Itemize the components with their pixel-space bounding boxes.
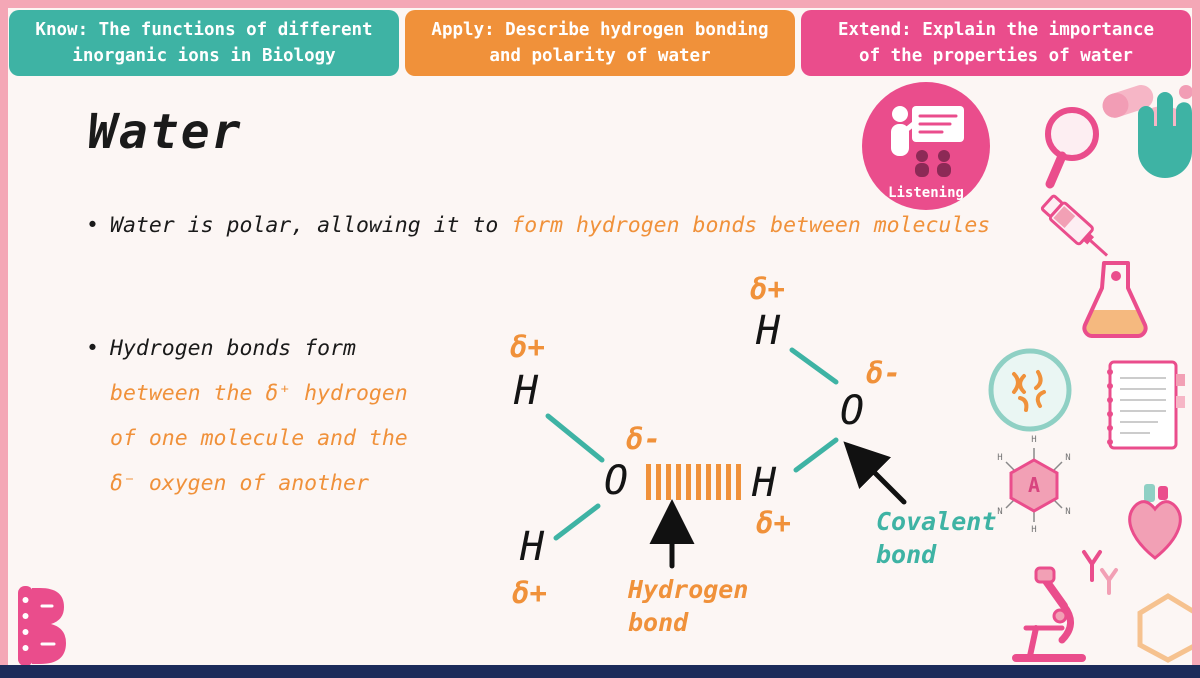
atom-label: H xyxy=(997,453,1002,463)
microscope-icon xyxy=(998,566,1100,668)
covalent-bond-line xyxy=(553,503,601,541)
objectives-bar: Know: The functions of different inorgan… xyxy=(9,10,1191,76)
covalent-bond-arrow xyxy=(843,441,907,505)
oxygen-atom: O xyxy=(840,388,865,434)
objective-know-label: Know: The functions of different inorgan… xyxy=(35,19,373,66)
notebook-icon xyxy=(1098,356,1190,456)
covalent-bond-line xyxy=(789,347,839,385)
antibody-icon xyxy=(1076,546,1122,598)
beaker-icon xyxy=(1078,258,1154,338)
bullet-polarity: Water is polar, allowing it to form hydr… xyxy=(84,213,990,238)
molecule-structure-icon: A H N N H N H xyxy=(984,428,1084,536)
hydrogen-atom: H xyxy=(514,368,539,414)
listening-badge-label: Listening xyxy=(888,185,964,201)
atom-label: N xyxy=(1065,507,1070,517)
page-title: Water xyxy=(88,104,243,160)
bullet-hbonds-line1: between the δ⁺ hydrogen xyxy=(110,381,408,406)
bullet-hbonds-line3: δ⁻ oxygen of another xyxy=(110,471,369,496)
covalent-bond-label: Covalent bond xyxy=(876,507,997,569)
magnifier-icon xyxy=(1030,102,1102,190)
delta-plus-label: δ+ xyxy=(510,330,545,364)
hydrogen-bond-label: Hydrogen bond xyxy=(628,575,749,637)
hydrogen-atom: H xyxy=(752,460,777,506)
delta-plus-label: δ+ xyxy=(756,506,791,540)
frame-bottom-bar xyxy=(0,665,1200,678)
objective-extend-label: Extend: Explain the importance of the pr… xyxy=(837,19,1155,66)
objective-extend-box: Extend: Explain the importance of the pr… xyxy=(801,10,1191,76)
frame-border-left xyxy=(0,0,8,678)
bullet-hbonds-plain: Hydrogen bonds form xyxy=(110,336,356,361)
glove-icon xyxy=(1128,86,1198,188)
hydrogen-atom: H xyxy=(756,308,781,354)
atom-label: N xyxy=(997,507,1002,517)
objective-apply-box: Apply: Describe hydrogen bonding and pol… xyxy=(405,10,795,76)
brand-logo xyxy=(10,584,74,672)
frame-border-top xyxy=(0,0,1200,8)
hydrogen-atom: H xyxy=(520,524,545,570)
covalent-bond-line xyxy=(545,413,605,463)
delta-plus-label: δ+ xyxy=(750,272,785,306)
oxygen-atom: O xyxy=(604,458,629,504)
molecule-center-letter: A xyxy=(1028,473,1040,497)
atom-label: N xyxy=(1065,453,1070,463)
objective-know-box: Know: The functions of different inorgan… xyxy=(9,10,399,76)
delta-plus-label: δ+ xyxy=(512,576,547,610)
atom-label: H xyxy=(1031,525,1036,535)
bullet-hbonds-line2: of one molecule and the xyxy=(110,426,408,451)
bullet-polarity-plain: Water is polar, allowing it to xyxy=(110,213,512,238)
hydrogen-bond-stripes xyxy=(646,464,742,500)
objective-apply-label: Apply: Describe hydrogen bonding and pol… xyxy=(431,19,769,66)
petri-dish-icon xyxy=(986,346,1074,434)
covalent-bond-line xyxy=(793,437,839,473)
syringe-icon xyxy=(1032,188,1124,286)
delta-minus-label: δ- xyxy=(626,422,661,456)
bullet-hydrogen-bonds: Hydrogen bonds form between the δ⁺ hydro… xyxy=(84,326,408,506)
frame-border-right xyxy=(1192,0,1200,678)
presenter-icon xyxy=(891,106,964,177)
delta-minus-label: δ- xyxy=(866,356,901,390)
heart-icon xyxy=(1118,476,1192,564)
atom-label: H xyxy=(1031,435,1036,445)
bullet-polarity-highlight: form hydrogen bonds between molecules xyxy=(511,213,991,238)
listening-badge: Listening xyxy=(862,82,990,210)
